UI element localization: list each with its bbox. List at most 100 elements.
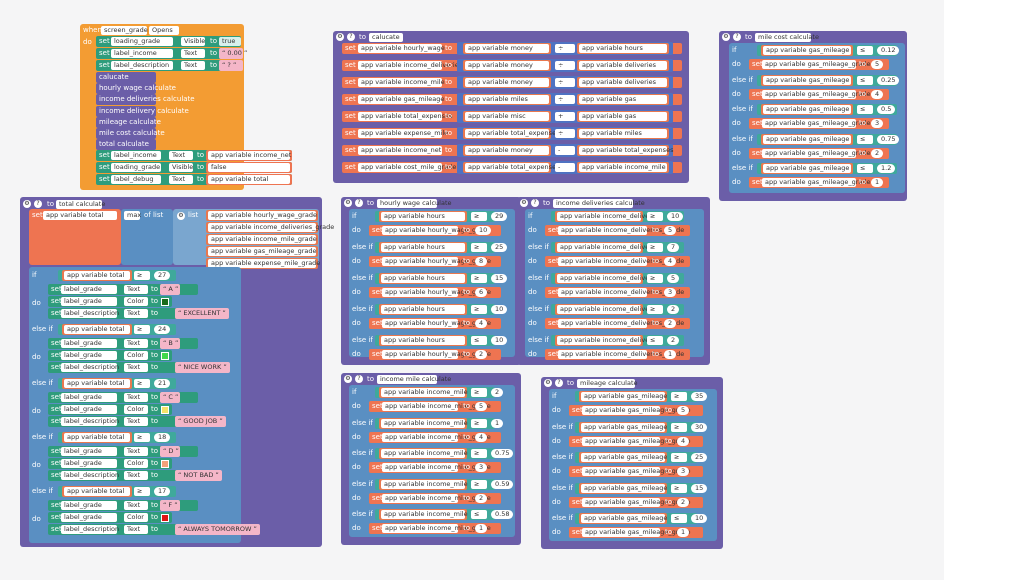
variable-dropdown[interactable]: app variable total xyxy=(64,379,130,388)
gear-icon[interactable]: ⚙ xyxy=(544,379,552,387)
variable-dropdown[interactable]: app variable income_mile_grade xyxy=(382,524,491,533)
color-swatch[interactable] xyxy=(161,460,169,468)
variable-dropdown[interactable]: app variable total xyxy=(208,175,290,185)
variable-dropdown[interactable]: app variable income_deliveries xyxy=(557,243,661,252)
gear-icon[interactable]: ⚙ xyxy=(177,212,185,220)
component-dropdown[interactable]: label_description xyxy=(61,471,119,480)
grade-number[interactable]: 3 xyxy=(664,288,677,297)
variable-dropdown[interactable]: app variable hours xyxy=(381,243,465,252)
variable-dropdown[interactable]: app variable money xyxy=(465,44,549,53)
operator-dropdown[interactable]: ≥ xyxy=(647,274,663,283)
variable-dropdown[interactable]: app variable gas_mileage_grade xyxy=(762,89,871,99)
variable-dropdown[interactable]: app variable gas_mileage_grade xyxy=(582,406,691,415)
number-field[interactable]: 27 xyxy=(154,271,171,280)
variable-dropdown[interactable]: app variable total_expenses xyxy=(465,163,559,172)
string-value[interactable]: “ B ” xyxy=(160,338,180,349)
variable-dropdown[interactable]: app variable gas_mileage_grade xyxy=(762,148,871,158)
number-field[interactable]: 0.59 xyxy=(491,479,514,489)
number-field[interactable]: 0.25 xyxy=(877,75,900,85)
component-dropdown[interactable]: label_grade xyxy=(61,405,117,414)
number-field[interactable]: 0.75 xyxy=(877,134,900,144)
variable-dropdown[interactable]: app variable gas_mileage xyxy=(763,134,851,144)
variable-dropdown[interactable]: app variable total xyxy=(64,325,130,334)
operator-dropdown[interactable]: + xyxy=(555,112,575,121)
component-dropdown[interactable]: label_grade xyxy=(61,393,117,402)
variable-dropdown[interactable]: app variable gas_mileage_grade xyxy=(582,467,691,476)
procedure-name-field[interactable]: hourly wage calculate xyxy=(377,199,452,208)
property-dropdown[interactable]: Text xyxy=(124,309,148,318)
number-field[interactable]: 25 xyxy=(491,243,508,252)
grade-number[interactable]: 3 xyxy=(475,463,488,472)
procedure-call-block[interactable]: total calculate xyxy=(96,139,156,151)
number-field[interactable]: 29 xyxy=(491,212,508,221)
property-dropdown[interactable]: Color xyxy=(124,513,148,522)
number-field[interactable]: 2 xyxy=(667,305,680,314)
component-dropdown[interactable]: label_grade xyxy=(61,447,117,456)
variable-dropdown[interactable]: app variable gas_mileage_grade xyxy=(762,119,871,128)
component-dropdown[interactable]: label_description xyxy=(61,525,119,534)
number-field[interactable]: 17 xyxy=(154,487,171,496)
number-field[interactable]: 1.2 xyxy=(877,164,896,173)
variable-dropdown[interactable]: app variable hours xyxy=(381,336,465,345)
number-field[interactable]: 7 xyxy=(667,243,680,252)
variable-dropdown[interactable]: app variable hourly_wage_grade xyxy=(382,257,491,266)
help-icon[interactable]: ? xyxy=(347,33,355,41)
variable-dropdown[interactable]: app variable income_deliveries_grade xyxy=(558,257,684,266)
variable-dropdown[interactable]: app variable hours xyxy=(579,44,667,53)
component-dropdown[interactable]: label_grade xyxy=(61,297,117,306)
grade-number[interactable]: 5 xyxy=(677,406,690,415)
gear-icon[interactable]: ⚙ xyxy=(344,375,352,383)
property-dropdown[interactable]: Color xyxy=(124,459,148,468)
procedure-call-block[interactable]: hourly wage calculate xyxy=(96,83,176,95)
variable-dropdown[interactable]: app variable hourly_wage_grade xyxy=(382,226,491,235)
procedure-name-field[interactable]: total calculate xyxy=(56,200,105,209)
procedure-call-block[interactable]: mile cost calculate xyxy=(96,128,165,139)
variable-dropdown[interactable]: app variable gas_mileage xyxy=(358,95,444,104)
variable-dropdown[interactable]: app variable expense_mile xyxy=(358,129,448,138)
property-dropdown[interactable]: Text xyxy=(124,501,148,510)
procedure-name-field[interactable]: income deliveries calculate xyxy=(553,199,645,208)
component-dropdown[interactable]: label_grade xyxy=(61,339,117,348)
variable-dropdown[interactable]: app variable income_deliveries_grade xyxy=(558,319,684,328)
event-dropdown[interactable]: Opens xyxy=(149,26,179,35)
property-dropdown[interactable]: Text xyxy=(124,447,148,456)
property-dropdown[interactable]: Text xyxy=(169,151,193,161)
grade-number[interactable]: 1 xyxy=(677,528,690,537)
component-dropdown[interactable]: label_grade xyxy=(61,459,117,468)
operator-dropdown[interactable]: ÷ xyxy=(555,95,575,104)
string-value[interactable]: “ C ” xyxy=(160,392,180,403)
grade-number[interactable]: 10 xyxy=(475,226,492,235)
operator-dropdown[interactable]: ≤ xyxy=(857,105,873,114)
variable-dropdown[interactable]: app variable total_expenses xyxy=(579,146,673,155)
procedure-name-field[interactable]: calucate xyxy=(369,33,403,42)
operator-dropdown[interactable]: ≥ xyxy=(134,379,150,388)
procedure-name-field[interactable]: income mile calculate xyxy=(377,375,451,384)
variable-dropdown[interactable]: app variable gas xyxy=(579,112,667,121)
variable-dropdown[interactable]: app variable deliveries xyxy=(579,61,667,70)
grade-number[interactable]: 8 xyxy=(475,257,488,266)
grade-number[interactable]: 4 xyxy=(475,432,488,442)
operator-dropdown[interactable]: ≥ xyxy=(471,212,487,221)
variable-dropdown[interactable]: app variable income_deliveries_grade xyxy=(558,226,684,235)
variable-dropdown[interactable]: app variable total_expenses xyxy=(465,129,559,138)
property-dropdown[interactable]: Text xyxy=(124,525,148,534)
operator-dropdown[interactable]: ÷ xyxy=(555,78,575,87)
operator-dropdown[interactable]: ≤ xyxy=(647,336,663,345)
variable-dropdown[interactable]: app variable income_mile xyxy=(358,78,445,87)
component-dropdown[interactable]: label_grade xyxy=(61,351,117,360)
variable-dropdown[interactable]: app variable income_deliveries xyxy=(358,61,462,70)
operator-dropdown[interactable]: ÷ xyxy=(555,44,575,53)
set-component-block[interactable] xyxy=(48,284,198,295)
variable-dropdown[interactable]: false xyxy=(208,163,290,173)
component-dropdown[interactable]: label_debug xyxy=(111,175,161,185)
string-value[interactable]: “ 0.00 ” xyxy=(219,48,247,59)
variable-dropdown[interactable]: app variable deliveries xyxy=(579,78,667,87)
grade-number[interactable]: 4 xyxy=(677,436,690,446)
procedure-name-field[interactable]: mile cost calculate xyxy=(755,33,819,42)
color-swatch[interactable] xyxy=(161,514,169,522)
property-dropdown[interactable]: Color xyxy=(124,405,148,414)
operator-dropdown[interactable]: ≥ xyxy=(647,305,663,314)
number-field[interactable]: 25 xyxy=(691,453,708,462)
component-dropdown[interactable]: label_income xyxy=(111,151,161,161)
